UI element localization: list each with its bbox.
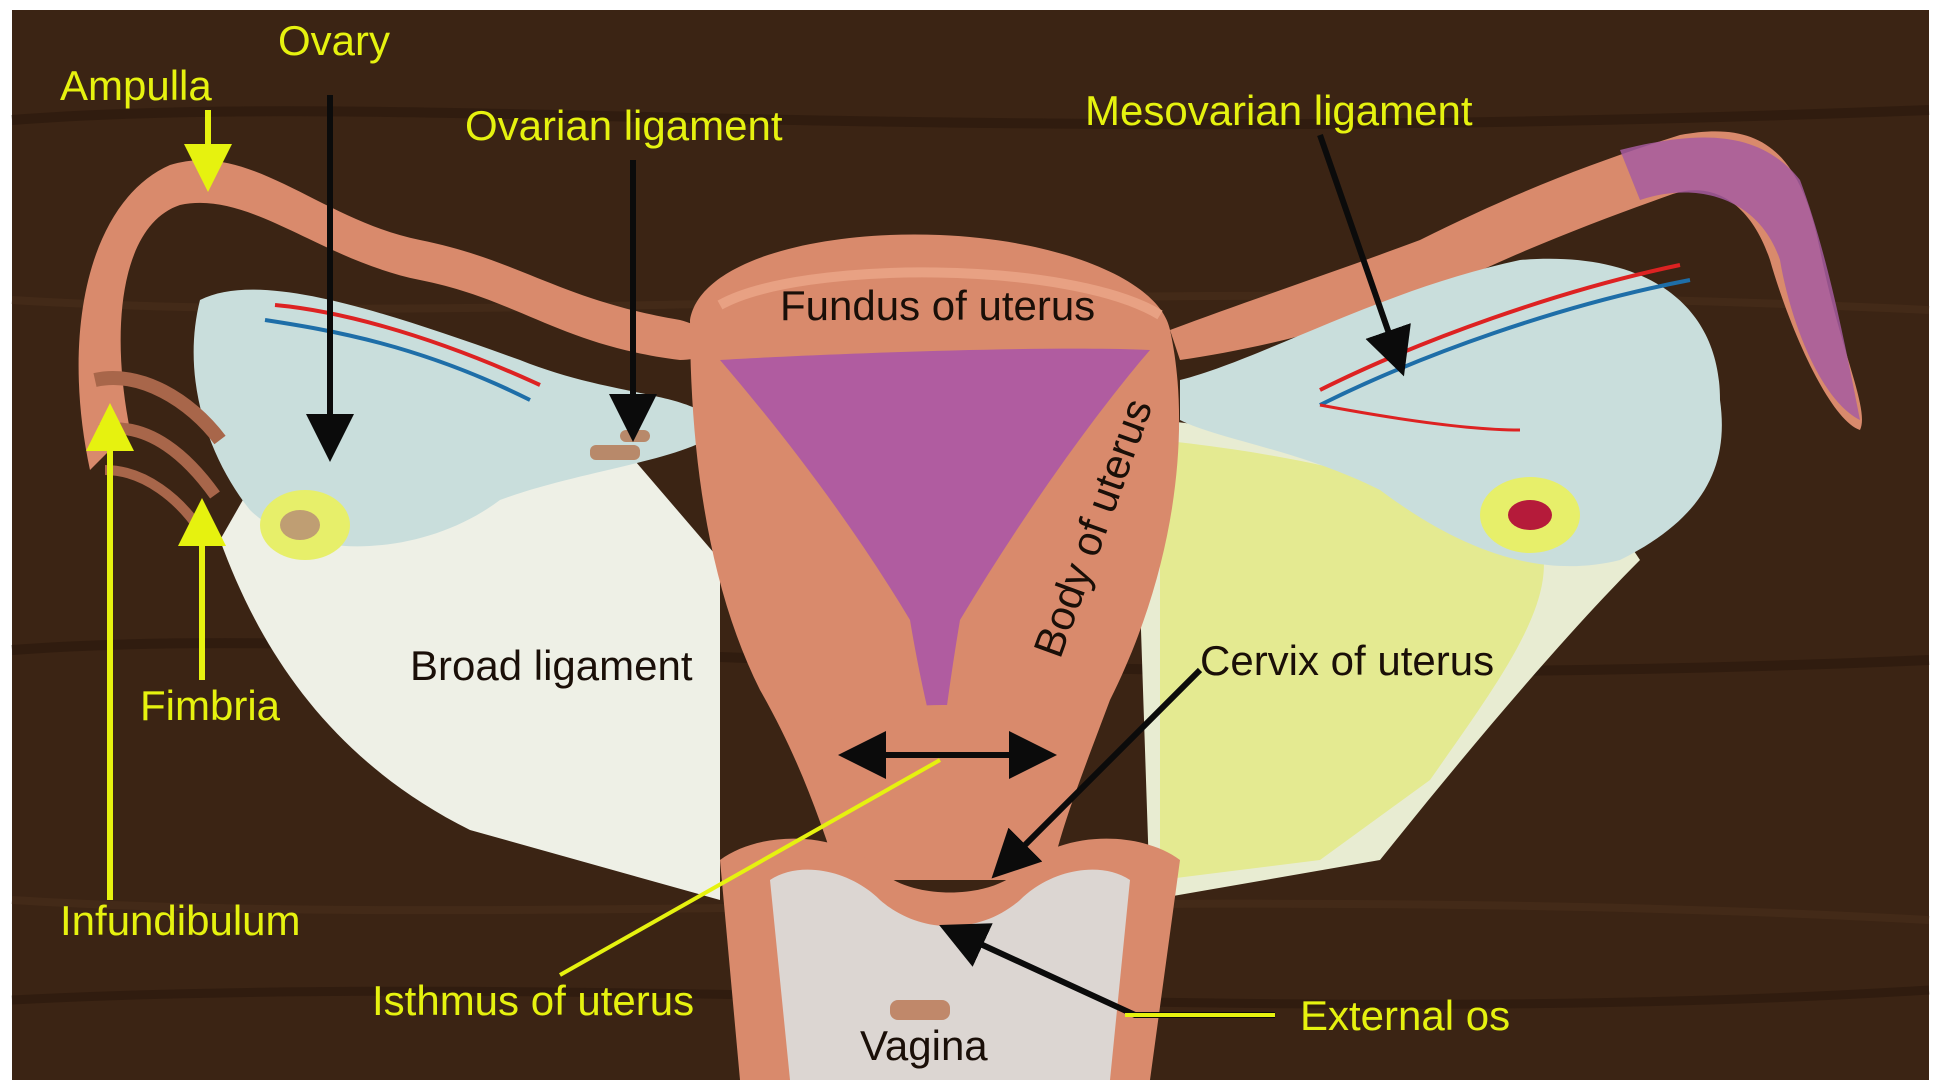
label-external-os: External os [1300,992,1510,1039]
label-fundus: Fundus of uterus [780,282,1095,329]
label-infundibulum: Infundibulum [60,897,301,944]
label-mesovarian-ligament: Mesovarian ligament [1085,87,1473,134]
label-fimbria: Fimbria [140,682,281,729]
label-ovary: Ovary [278,17,390,64]
cervix [830,705,1070,880]
label-ampulla: Ampulla [60,62,212,109]
label-isthmus: Isthmus of uterus [372,977,694,1024]
label-broad-ligament: Broad ligament [410,642,693,689]
label-ovarian-ligament: Ovarian ligament [465,102,783,149]
label-cervix: Cervix of uterus [1200,637,1494,684]
label-vagina: Vagina [860,1022,988,1069]
